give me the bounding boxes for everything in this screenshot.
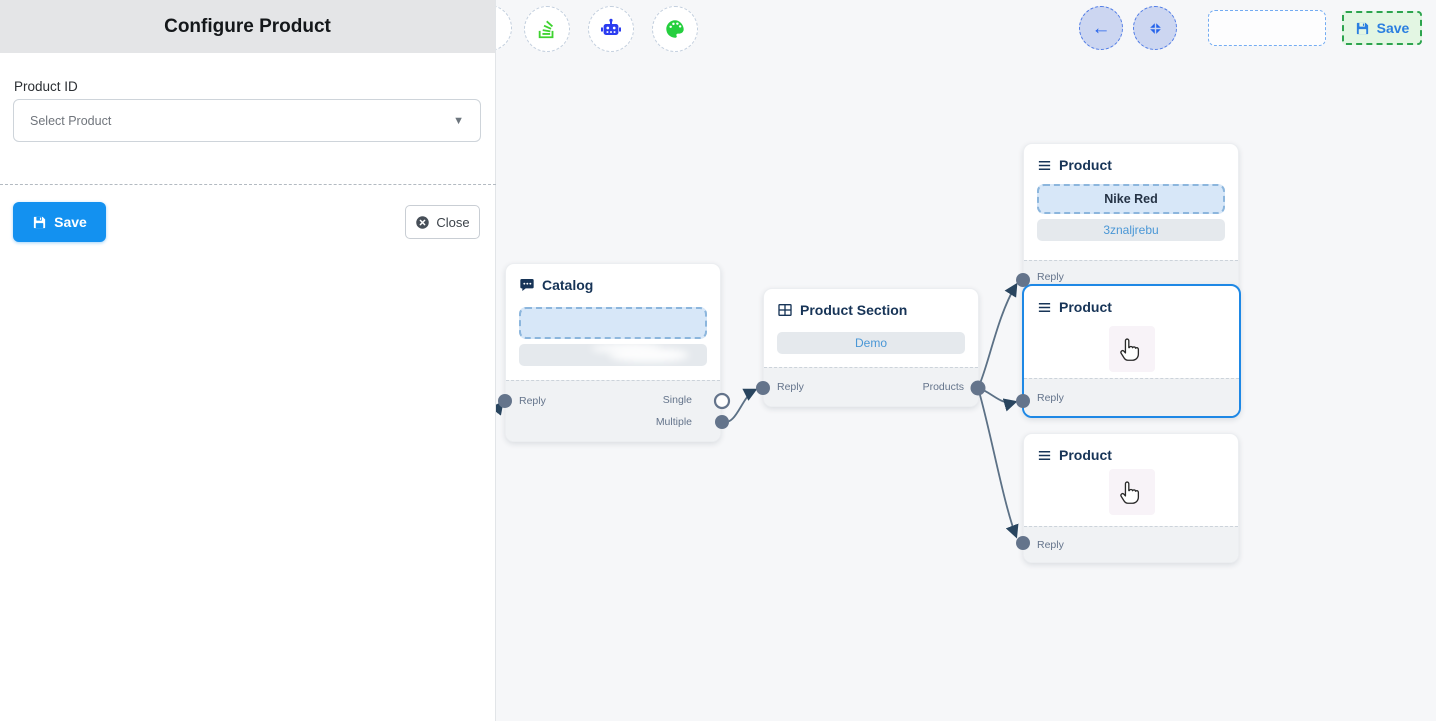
stack-node-button[interactable] bbox=[524, 6, 570, 52]
hand-cursor-icon bbox=[1109, 326, 1155, 372]
product-section-footer: Reply Products bbox=[764, 367, 978, 406]
product-select-value: Select Product bbox=[30, 113, 112, 128]
product-section-value-text: Demo bbox=[854, 336, 887, 350]
product-1-field-secondary-text: 3znaljrebu bbox=[1103, 223, 1159, 237]
product-node-1-header: Product bbox=[1024, 144, 1238, 181]
bot-button[interactable] bbox=[588, 6, 634, 52]
canvas-save-button[interactable]: Save bbox=[1342, 11, 1422, 45]
save-button-label: Save bbox=[54, 214, 87, 230]
robot-icon bbox=[599, 17, 623, 41]
configure-product-panel: Configure Product Product ID Select Prod… bbox=[0, 0, 496, 721]
product-select[interactable]: Select Product ▼ bbox=[13, 99, 481, 142]
palette-icon bbox=[664, 18, 686, 40]
flow-canvas[interactable]: ← bbox=[466, 0, 1436, 721]
panel-divider bbox=[0, 184, 496, 185]
product-node-2-title: Product bbox=[1059, 299, 1112, 315]
product-node-3-footer: Reply bbox=[1024, 526, 1238, 562]
canvas-save-label: Save bbox=[1376, 20, 1410, 36]
catalog-single-label: Single bbox=[662, 394, 692, 406]
product-1-reply-label: Reply bbox=[1037, 271, 1064, 283]
ps-reply-label: Reply bbox=[777, 381, 804, 393]
product-section-title: Product Section bbox=[800, 302, 908, 318]
product-node-1-title: Product bbox=[1059, 157, 1112, 173]
floppy-disk-icon bbox=[1355, 21, 1370, 36]
product-2-reply-label: Reply bbox=[1037, 392, 1064, 404]
ps-products-label: Products bbox=[922, 381, 964, 393]
hand-cursor-icon bbox=[1109, 469, 1155, 515]
chevron-down-icon: ▼ bbox=[453, 114, 464, 127]
product-node-2[interactable]: Product Reply bbox=[1022, 284, 1241, 418]
product-section-header: Product Section bbox=[764, 289, 978, 326]
hamburger-icon bbox=[1037, 300, 1052, 315]
catalog-node-footer: Reply Single Multiple bbox=[506, 380, 720, 441]
theme-button[interactable] bbox=[652, 6, 698, 52]
product-node-3[interactable]: Product Reply bbox=[1023, 433, 1239, 563]
catalog-dropzone[interactable] bbox=[519, 307, 707, 339]
product-1-field-primary-text: Nike Red bbox=[1104, 192, 1158, 206]
close-button-label: Close bbox=[436, 214, 470, 230]
panel-header: Configure Product bbox=[0, 0, 495, 53]
close-button[interactable]: Close bbox=[405, 205, 480, 239]
floppy-disk-icon bbox=[32, 215, 47, 230]
product-id-label: Product ID bbox=[14, 79, 78, 94]
save-button[interactable]: Save bbox=[13, 202, 106, 242]
compress-icon bbox=[1147, 20, 1164, 37]
product-node-2-footer: Reply bbox=[1024, 378, 1239, 416]
catalog-multiple-label: Multiple bbox=[655, 416, 692, 428]
product-node-3-title: Product bbox=[1059, 447, 1112, 463]
nodes-layer: Catalog Reply Single Multiple bbox=[496, 0, 1436, 721]
panel-title: Configure Product bbox=[164, 15, 331, 37]
product-section-value[interactable]: Demo bbox=[777, 332, 965, 354]
product-1-field-primary[interactable]: Nike Red bbox=[1037, 184, 1225, 214]
stack-icon bbox=[536, 18, 558, 40]
back-button[interactable]: ← bbox=[1079, 6, 1123, 50]
canvas-toolbar: ← bbox=[466, 0, 1436, 721]
product-3-reply-label: Reply bbox=[1037, 539, 1064, 551]
fit-view-button[interactable] bbox=[1133, 6, 1177, 50]
catalog-node-title: Catalog bbox=[542, 277, 594, 293]
product-1-field-secondary[interactable]: 3znaljrebu bbox=[1037, 219, 1225, 241]
catalog-node[interactable]: Catalog Reply Single Multiple bbox=[505, 263, 721, 442]
product-section-node[interactable]: Product Section Demo Reply Products bbox=[763, 288, 979, 407]
toolbar-placeholder-field[interactable] bbox=[1208, 10, 1326, 46]
catalog-reply-label: Reply bbox=[519, 395, 546, 407]
chat-bubble-icon bbox=[519, 277, 535, 293]
product-node-3-header: Product bbox=[1024, 434, 1238, 471]
catalog-node-header: Catalog bbox=[506, 264, 720, 301]
grid-icon bbox=[777, 302, 793, 318]
left-arrow-icon: ← bbox=[1091, 17, 1111, 39]
close-circle-icon bbox=[415, 215, 430, 230]
hamburger-icon bbox=[1037, 158, 1052, 173]
product-node-2-header: Product bbox=[1024, 286, 1239, 323]
hamburger-icon bbox=[1037, 448, 1052, 463]
